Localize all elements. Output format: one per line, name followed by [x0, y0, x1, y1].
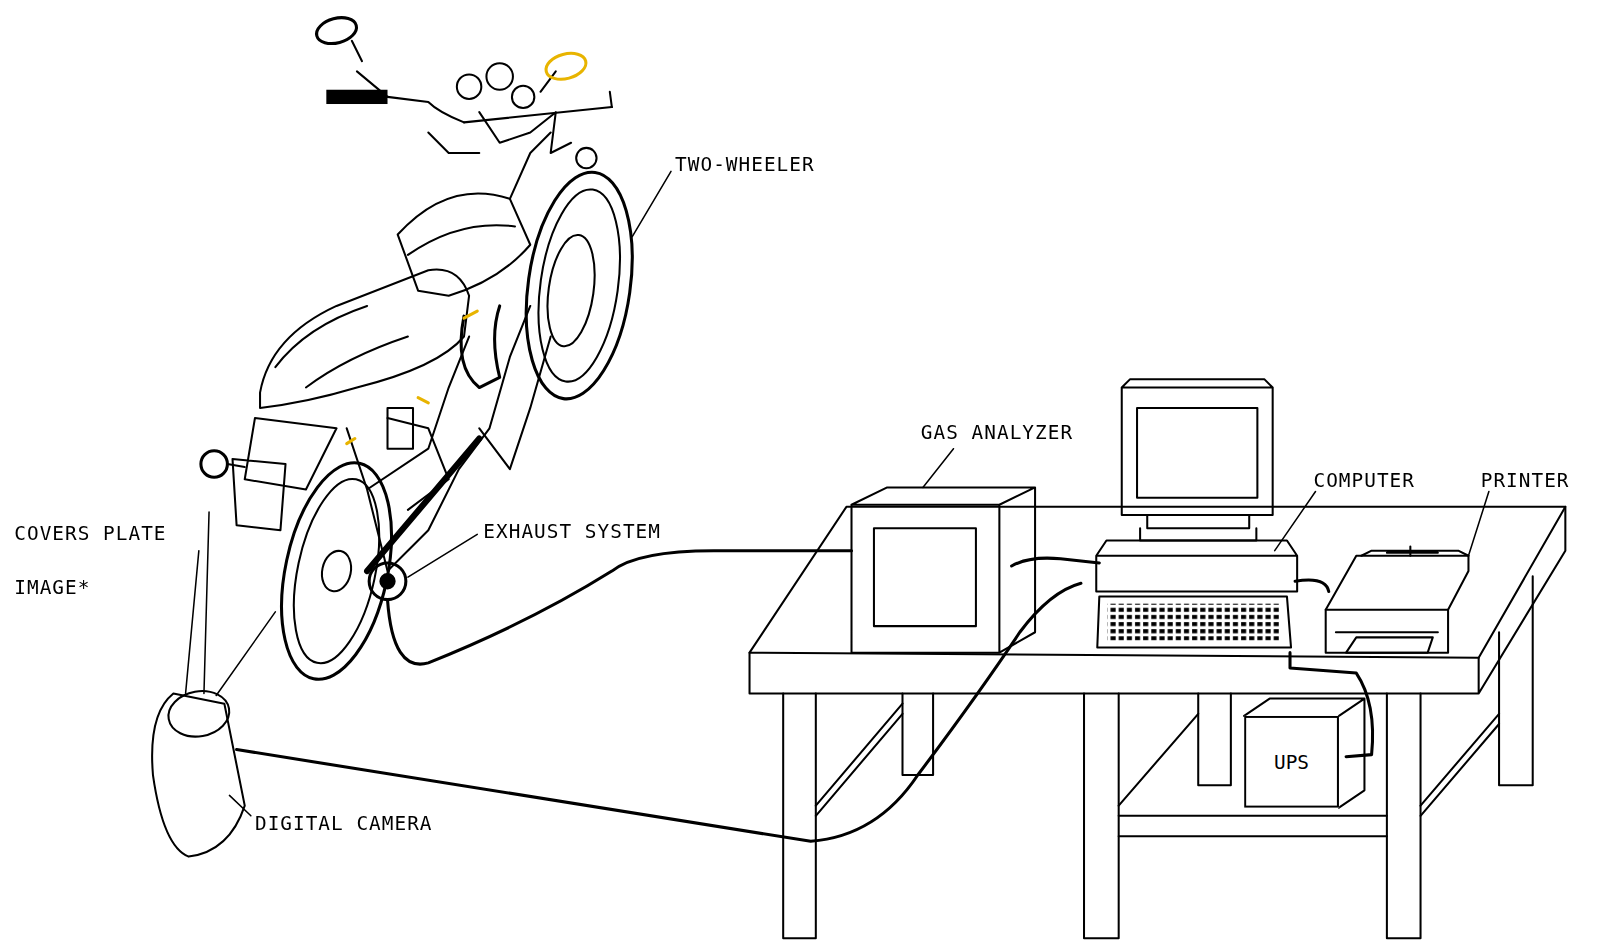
digital-camera-drawing — [152, 512, 275, 857]
gas-analyzer-drawing — [852, 487, 1036, 652]
ups-box: UPS — [1244, 716, 1339, 808]
cables — [237, 551, 1373, 842]
leader-lines — [186, 171, 1489, 815]
table-drawing — [750, 507, 1566, 938]
part-label: COMPUTER — [1313, 469, 1414, 491]
node-text: UPS — [1274, 751, 1309, 773]
two-wheeler-drawing — [201, 13, 646, 689]
part-label: EXHAUST SYSTEM — [483, 520, 661, 542]
ups-drawing — [1244, 699, 1364, 808]
part-label: DIGITAL CAMERA — [255, 812, 433, 834]
part-label: COVERS PLATE IMAGE* — [14, 507, 198, 613]
part-label: GAS ANALYZER — [921, 420, 1073, 442]
computer-drawing — [1096, 379, 1297, 647]
part-label: TWO-WHEELER — [675, 153, 815, 175]
part-label: PRINTER — [1481, 469, 1570, 491]
printer-drawing — [1326, 547, 1469, 653]
